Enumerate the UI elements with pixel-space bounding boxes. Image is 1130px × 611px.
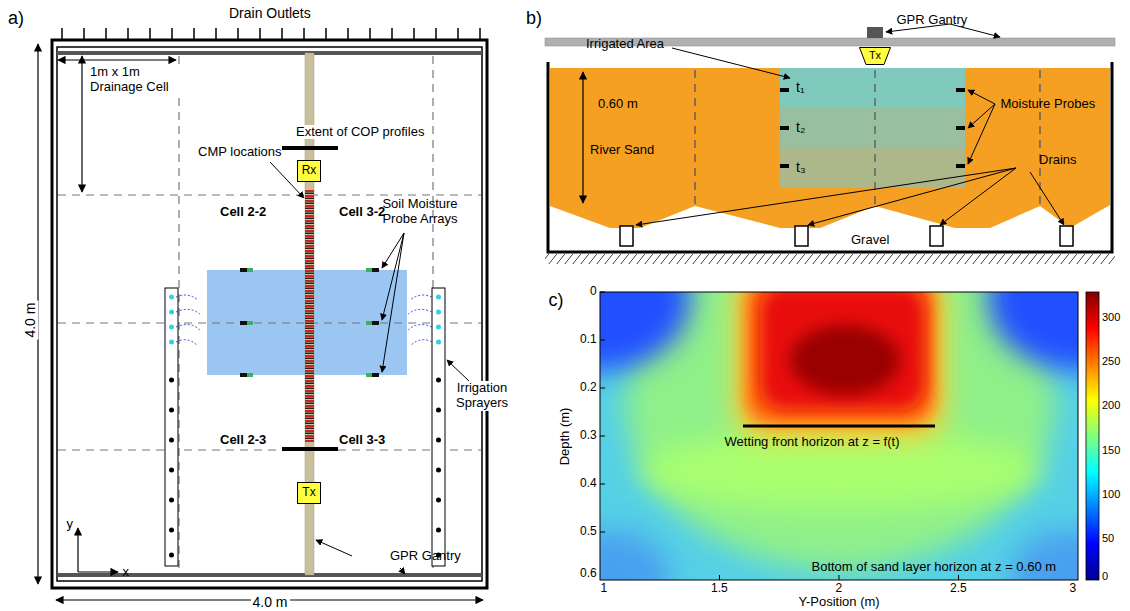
tick-label: 2.5 <box>950 582 967 596</box>
tick-label: 3 <box>1070 582 1077 596</box>
colorbar-label: 150 <box>1102 444 1120 457</box>
node-text: Tx <box>869 49 881 61</box>
dimension-label: 0.60 m <box>598 97 638 112</box>
axis-label: x <box>123 565 130 580</box>
material-label: River Sand <box>590 143 654 158</box>
material-label: Gravel <box>851 233 889 248</box>
annotation: Wetting front horizon at z = f(t) <box>725 435 900 450</box>
annotation: Bottom of sand layer horizon at z = 0.60… <box>812 560 1057 575</box>
colorbar-label: 300 <box>1102 311 1120 324</box>
node-text: Rx <box>302 164 317 177</box>
part-label: Drains <box>1039 153 1077 168</box>
dimension-label: 4.0 m <box>251 594 290 610</box>
plan-view <box>38 28 487 600</box>
tick-label: 0.5 <box>580 525 597 539</box>
tick-label: 1.5 <box>711 582 728 596</box>
tick-label: 0.3 <box>580 429 597 443</box>
wetting-band: t₂ <box>780 108 965 148</box>
part-label: Irrigated Area <box>586 37 664 52</box>
cell-label: Cell 2-3 <box>220 433 266 448</box>
tick-label: 2 <box>836 582 843 596</box>
wetting-band: t₁ <box>780 68 965 108</box>
axis-title: Depth (m) <box>558 407 573 465</box>
panel-letter: b) <box>526 8 542 29</box>
part-label: CMP locations <box>198 145 282 160</box>
dimension-label: 4.0 m <box>22 301 38 340</box>
tick-label: 0.1 <box>580 333 597 347</box>
colorbar-label: 200 <box>1102 399 1120 412</box>
axis-title: Y-Position (m) <box>799 595 880 610</box>
axis-label: y <box>67 517 74 532</box>
node-text: Tx <box>302 486 315 499</box>
cell-label: Cell 3-3 <box>339 433 385 448</box>
tick-label: 1 <box>601 582 608 596</box>
part-label: Drain Outlets <box>229 5 311 21</box>
gpr-heatmap <box>510 230 1130 611</box>
tick-label: 0.6 <box>580 567 597 581</box>
part-label: Soil Moisture Probe Arrays <box>379 197 461 227</box>
colorbar-label: 100 <box>1102 488 1120 501</box>
part-label: GPR Gantry <box>390 549 461 564</box>
node-text: t₂ <box>796 120 805 135</box>
colorbar-label: 50 <box>1102 532 1114 545</box>
colorbar-label: 0 <box>1102 570 1108 583</box>
tick-label: 0.4 <box>580 477 597 491</box>
tick-label: 0.2 <box>580 381 597 395</box>
part-label: Irrigation Sprayers <box>449 381 515 411</box>
panel-letter: c) <box>549 290 564 311</box>
cell-label: Cell 3-2 <box>339 205 385 220</box>
transmitter-antenna: Tx <box>859 47 891 65</box>
cell-label: Cell 2-2 <box>220 205 266 220</box>
part-label: GPR Gantry <box>897 13 968 28</box>
colorbar-label: 250 <box>1102 355 1120 368</box>
wetting-band: t₃ <box>780 148 965 188</box>
receiver-box: Rx <box>297 160 321 182</box>
tick-label: 0 <box>590 285 597 299</box>
node-text: t₃ <box>796 160 806 175</box>
part-label: Extent of COP profiles <box>294 125 426 140</box>
node-text: t₁ <box>796 80 805 95</box>
cross-section <box>545 24 1115 264</box>
transmitter-box: Tx <box>297 482 321 504</box>
panel-letter: a) <box>8 8 24 29</box>
dimension-label: 1m x 1m Drainage Cell <box>88 65 182 95</box>
part-label: Moisture Probes <box>1001 97 1096 112</box>
